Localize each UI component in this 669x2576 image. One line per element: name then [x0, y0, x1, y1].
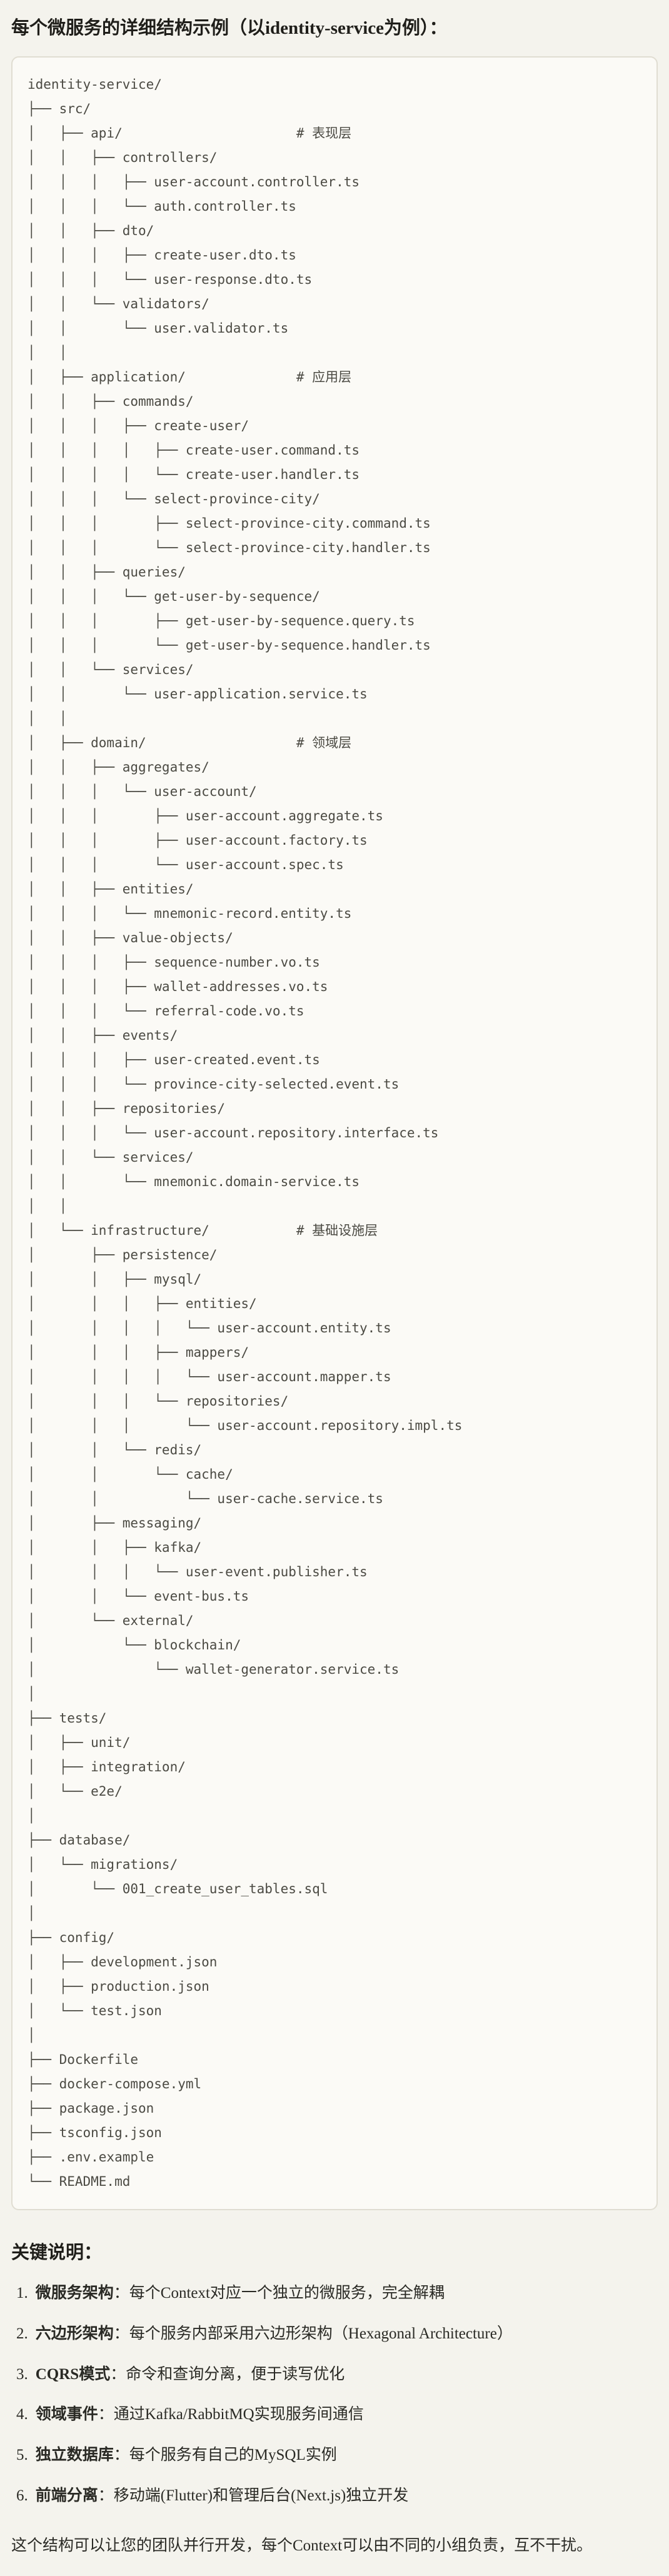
page-title: 每个微服务的详细结构示例（以identity-service为例）： — [11, 18, 448, 38]
document-body: 每个微服务的详细结构示例（以identity-service为例）： ident… — [11, 15, 658, 2558]
note-number: 6. — [16, 2487, 28, 2504]
note-number: 1. — [16, 2285, 28, 2302]
code-block: identity-service/ ├── src/ │ ├── api/ # … — [11, 56, 658, 2211]
closing-paragraph: 这个结构可以让您的团队并行开发，每个Context可以由不同的小组负责，互不干扰… — [11, 2537, 593, 2554]
note-number: 3. — [16, 2365, 28, 2383]
note-item: 3. CQRS模式：命令和查询分离，便于读写优化 — [16, 2363, 658, 2387]
note-text: ：每个服务内部采用六边形架构（Hexagonal Architecture） — [113, 2325, 513, 2342]
note-text: ：通过Kafka/RabbitMQ实现服务间通信 — [98, 2406, 364, 2423]
note-item: 1. 微服务架构：每个Context对应一个独立的微服务，完全解耦 — [16, 2282, 658, 2306]
note-item: 6. 前端分离：移动端(Flutter)和管理后台(Next.js)独立开发 — [16, 2484, 658, 2508]
notes-list: 1. 微服务架构：每个Context对应一个独立的微服务，完全解耦 2. 六边形架构… — [11, 2282, 658, 2508]
note-text: ：命令和查询分离，便于读写优化 — [110, 2365, 345, 2383]
note-item: 4. 领域事件：通过Kafka/RabbitMQ实现服务间通信 — [16, 2403, 658, 2427]
note-label: 六边形架构 — [35, 2325, 114, 2342]
note-number: 4. — [16, 2406, 28, 2423]
note-item: 5. 独立数据库：每个服务有自己的MySQL实例 — [16, 2443, 658, 2468]
note-item: 2. 六边形架构：每个服务内部采用六边形架构（Hexagonal Architec… — [16, 2322, 658, 2347]
note-text: ：每个Context对应一个独立的微服务，完全解耦 — [113, 2285, 445, 2302]
note-number: 5. — [16, 2447, 28, 2464]
notes-heading: 关键说明： — [11, 2243, 103, 2263]
note-label: 微服务架构 — [35, 2285, 114, 2302]
directory-tree: identity-service/ ├── src/ │ ├── api/ # … — [28, 77, 463, 2190]
note-label: 领域事件 — [35, 2406, 98, 2423]
note-label: CQRS模式 — [35, 2365, 111, 2383]
note-label: 前端分离 — [35, 2487, 98, 2504]
note-label: 独立数据库 — [35, 2447, 114, 2464]
note-text: ：每个服务有自己的MySQL实例 — [113, 2447, 337, 2464]
note-number: 2. — [16, 2325, 28, 2342]
note-text: ：移动端(Flutter)和管理后台(Next.js)独立开发 — [98, 2487, 409, 2504]
